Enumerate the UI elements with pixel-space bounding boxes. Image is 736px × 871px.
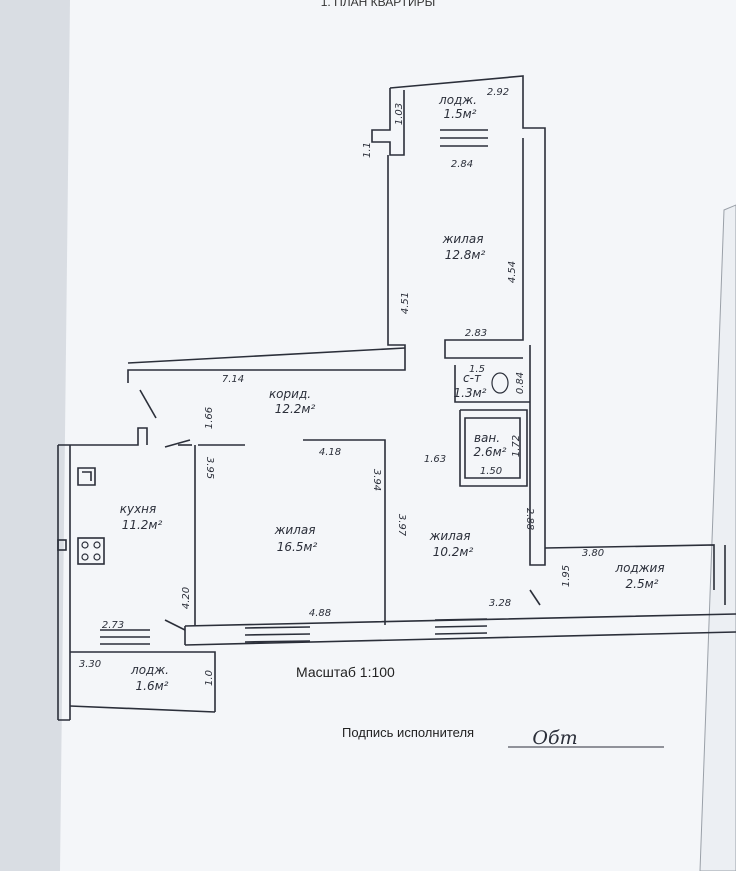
plan-title: 1. ПЛАН КВАРТИРЫ	[321, 0, 436, 9]
wall-top-room-left-outer	[127, 155, 406, 383]
wall-center-room	[198, 439, 386, 625]
room-area-wc: 1.3м²	[454, 386, 487, 400]
dim-label: 1.72	[511, 435, 522, 457]
dim-label: 1.03	[394, 103, 405, 125]
wall-top-room-right	[444, 138, 524, 359]
room-name-bath: ван.	[474, 431, 500, 445]
window-kitchen	[100, 629, 150, 645]
dim-label: 1.95	[561, 565, 572, 587]
room-area-loggia-top: 1.5м²	[444, 107, 477, 121]
dim-label: 1.66	[204, 407, 215, 429]
room-area-bath: 2.6м²	[474, 445, 507, 459]
dim-label: 2.83	[465, 328, 487, 339]
burner-4	[93, 553, 101, 561]
dim-label: 1.63	[424, 454, 446, 465]
dim-label: 4.88	[309, 608, 331, 619]
room-area-living-top: 12.8м²	[445, 248, 486, 262]
wall-corridor-top	[127, 347, 406, 364]
dim-label: 3.97	[396, 514, 407, 537]
dim-label: 4.18	[319, 447, 341, 458]
dim-label: 3.80	[582, 548, 604, 559]
dim-label: 2.73	[102, 620, 124, 631]
wall-bottom-loggia	[69, 651, 216, 713]
dim-label: 3.30	[79, 659, 101, 670]
door-corridor	[139, 389, 157, 419]
room-area-loggia-right: 2.5м²	[626, 577, 659, 591]
dim-label: 2.84	[451, 159, 473, 170]
wall-right-loggia	[544, 544, 726, 605]
dim-label: 7.14	[222, 374, 244, 385]
room-name-corridor: корид.	[269, 387, 311, 401]
room-name-living-center: жилая	[274, 523, 316, 537]
room-name-living-right: жилая	[429, 529, 471, 543]
dim-label: 3.28	[489, 598, 511, 609]
dim-label: 4.51	[400, 292, 411, 314]
stove-burners	[81, 541, 101, 561]
room-name-loggia-bottom: лодж.	[130, 663, 169, 677]
window-right	[434, 618, 488, 635]
dim-label: 1.5	[469, 364, 485, 375]
dim-label: 2.88	[524, 508, 535, 530]
kitchen-socket	[57, 539, 67, 551]
toilet-bowl	[491, 372, 509, 394]
room-area-living-right: 10.2м²	[433, 545, 474, 559]
next-page-edge	[699, 204, 736, 871]
room-area-loggia-bottom: 1.6м²	[136, 679, 169, 693]
wall-kitchen	[57, 427, 148, 721]
walls	[57, 75, 736, 721]
dim-label: 4.20	[181, 587, 192, 609]
room-name-loggia-top: лодж.	[438, 93, 477, 107]
dim-label: 0.84	[515, 372, 526, 394]
dim-label: 1.1	[362, 142, 373, 158]
dim-label: 2.92	[487, 87, 509, 98]
room-name-kitchen: кухня	[120, 502, 157, 516]
window-top	[440, 129, 488, 147]
dim-label: 1.0	[204, 670, 215, 686]
door-kitchen	[164, 439, 191, 448]
kitchen-stove	[77, 537, 105, 565]
burner-3	[81, 553, 89, 561]
wall-bath	[459, 409, 528, 487]
kitchen-sink	[77, 467, 96, 486]
door-right-room	[529, 589, 541, 606]
wall-top-room-left	[371, 88, 405, 156]
wall-bath-inner	[464, 417, 521, 479]
signature-scribble: Обт	[532, 727, 577, 749]
scale-label: Масштаб 1:100	[296, 664, 395, 680]
room-name-loggia-right: лоджия	[614, 561, 664, 575]
room-area-living-center: 16.5м²	[277, 540, 318, 554]
burner-1	[81, 541, 89, 549]
room-area-corridor: 12.2м²	[275, 402, 316, 416]
dim-label: 1.50	[480, 466, 502, 477]
dim-label: 4.54	[507, 261, 518, 283]
dim-label: 3.94	[371, 469, 382, 491]
wall-wc	[454, 365, 530, 403]
paper-sheet	[60, 0, 736, 871]
room-area-kitchen: 11.2м²	[122, 518, 163, 532]
wall-right-outer	[529, 138, 546, 566]
wall-top-loggia	[389, 75, 546, 138]
burner-2	[93, 541, 101, 549]
signature-label: Подпись исполнителя	[342, 725, 475, 740]
door-kitchen-bottom	[164, 619, 186, 631]
room-name-living-top: жилая	[442, 232, 484, 246]
dim-label: 3.95	[204, 457, 215, 479]
room-name-wc: с-т	[463, 371, 482, 385]
window-center	[244, 626, 311, 643]
